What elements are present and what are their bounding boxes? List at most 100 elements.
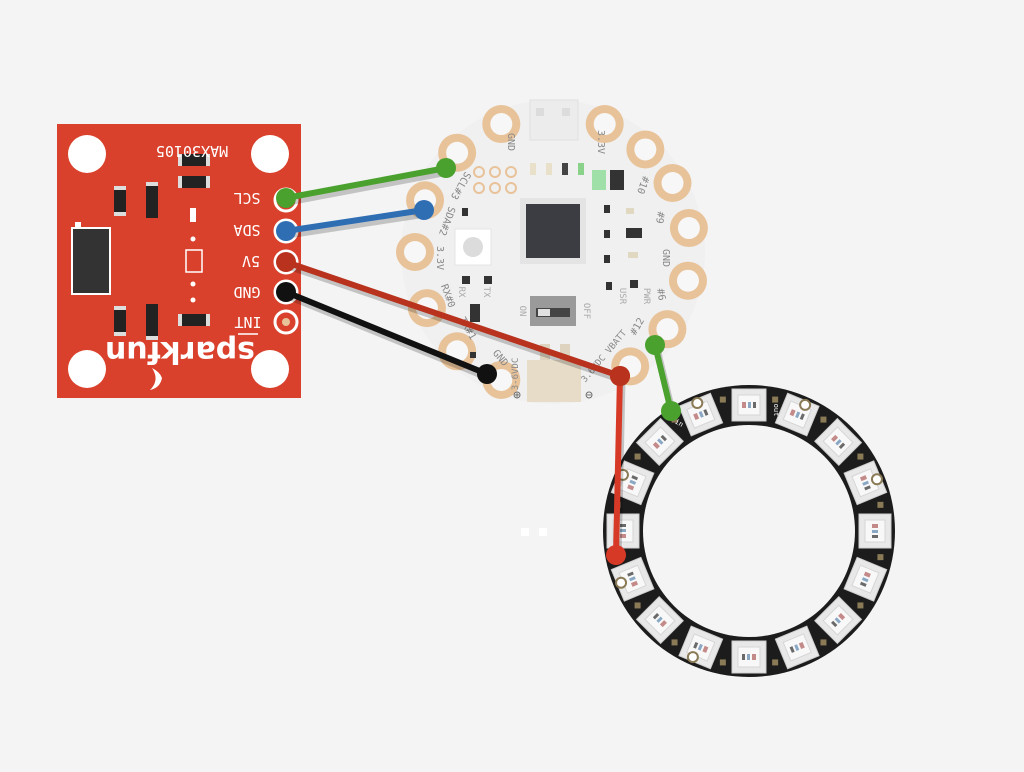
flora-pad-hole [446,141,469,164]
jst-connector [527,360,581,402]
wire-end[interactable] [414,200,434,220]
plus-icon: ⊕ [513,388,521,403]
wire-end[interactable] [276,282,296,302]
ring-capacitor [634,602,641,609]
label-p9: #9 [653,211,666,225]
ring-pixels [606,388,892,674]
label-3v3-top: 3.3V [595,130,606,154]
wires [276,158,681,565]
wire-end[interactable] [477,364,497,384]
flora-pad-hole [634,138,657,161]
flora-silkscreen: RX TX ON OFF USR PWR 3-6VDC ⊕ ⊖ [456,287,651,403]
wire-sda[interactable] [276,200,434,241]
neopixel-led [774,625,820,670]
sensor-pin-labels: SCL SDA 5V GND INT [233,189,262,335]
sensor-part-label: MAX30105 [156,142,228,160]
neopixel-led [858,513,892,549]
wire-end[interactable] [436,158,456,178]
flora-pad-hole [404,241,426,263]
ring-capacitor [719,659,726,666]
wire-vbatt[interactable] [606,366,630,565]
ring-capacitor [671,639,678,646]
ring-capacitor [634,453,641,460]
neopixel-led [731,388,767,422]
flora-pad-hole [593,113,616,136]
ring-capacitor [772,396,779,403]
flame-icon [150,368,162,390]
sensor-brand-logo: sparkfun [105,334,255,369]
wire-end[interactable] [645,335,665,355]
ring-capacitor [857,602,864,609]
wire-end[interactable] [661,401,681,421]
mount-hole [68,135,106,173]
ring-solder-pad[interactable] [615,576,628,589]
neopixel-led [606,513,640,549]
ring-solder-pad[interactable] [799,398,812,411]
pin-label-sda: SDA [233,221,260,239]
mount-hole [68,350,106,388]
neopixel-led [731,640,767,674]
wire-end[interactable] [606,545,626,565]
wire-end[interactable] [610,366,630,386]
ring-label-in: in [673,418,684,429]
flora-pad-hole [676,269,699,292]
label-usr: USR [617,288,627,305]
pin-label-scl: SCL [233,189,260,207]
label-p6: #6 [654,288,667,302]
flora-pad-hole [661,172,684,194]
pin-label-int: INT [234,313,261,331]
ring-capacitor [772,659,779,666]
chip-marker [75,222,81,227]
ring-capacitor [820,639,827,646]
stray-mark [521,528,529,536]
wire-gnd[interactable] [276,282,497,384]
label-gnd-top: GND [505,133,516,151]
smd-components [114,154,210,340]
ring-capacitor [877,554,884,561]
ring-capacitor [857,453,864,460]
label-on: ON [517,306,527,317]
wire-end[interactable] [276,252,296,272]
power-switch-knob [538,309,550,316]
pad-int-hole [282,318,290,326]
flora-pad-hole [490,113,513,136]
ring-solder-pad[interactable] [686,651,699,664]
neopixel-led [843,556,888,602]
mount-hole [251,350,289,388]
sensor-board: MAX30105 SCL SDA 5V GND INT sparkfun [57,124,301,398]
ring-solder-pad[interactable] [870,473,883,486]
neopixel-ring: in out [603,385,895,677]
minus-icon: ⊖ [585,388,593,403]
neopixel-led [814,417,863,466]
flora-pad-hole [677,217,700,240]
label-rx: RX [456,287,466,298]
flora-pad-hole [656,318,679,341]
power-switch-slot [536,308,570,317]
label-off: OFF [581,303,591,319]
label-3v3-left: 3.3V [434,246,445,270]
label-tx: TX [481,287,491,298]
wire-scl[interactable] [276,158,456,208]
wire-end[interactable] [276,221,296,241]
wire-data[interactable] [645,335,681,421]
mcu-chip [526,204,580,258]
mount-hole [251,135,289,173]
sensor-chip [73,229,109,293]
neopixel-led [635,417,684,466]
ring-capacitor [719,396,726,403]
ring-solder-pad[interactable] [691,397,704,410]
ring-capacitor [877,501,884,508]
status-led [592,170,606,190]
reset-button-cap [463,237,483,257]
wire-end[interactable] [276,188,296,208]
pin-label-gnd: GND [233,283,260,301]
label-pwr: PWR [641,288,651,305]
neopixel-led [635,596,684,645]
stray-mark [539,528,547,536]
neopixel-led [814,596,863,645]
top-connector [529,99,579,141]
label-batt-range: 3-6VDC [511,358,521,391]
ring-label-out: out [772,404,780,417]
ring-center-hole [643,425,855,637]
